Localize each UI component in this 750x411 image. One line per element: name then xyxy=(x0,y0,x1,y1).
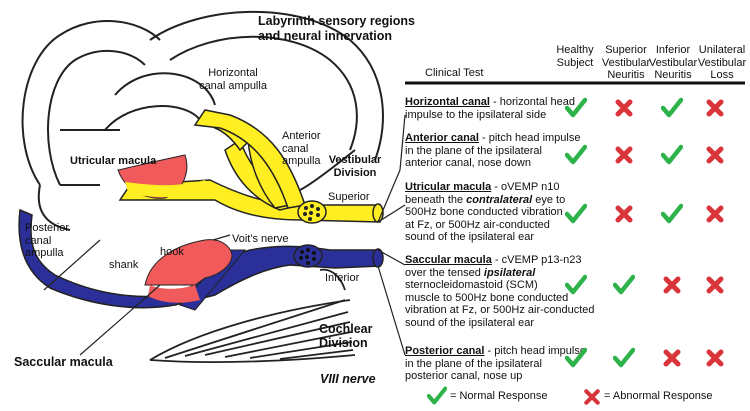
legend-normal-label: = Normal Response xyxy=(450,390,548,402)
test-row-saccular: Saccular macula - cVEMP p13-n23 over the… xyxy=(405,254,595,329)
shank-label: shank xyxy=(109,259,139,271)
check-icon-row3-healthy xyxy=(564,274,588,296)
saccular-macula-shape xyxy=(144,239,233,303)
leader-lines xyxy=(43,114,406,356)
check-icon-row2-healthy xyxy=(564,203,588,225)
cross-icon-row2-superior xyxy=(613,203,635,225)
legend-cross-icon xyxy=(583,388,601,406)
test-row-utricular: Utricular macula - oVEMP n10 beneath the… xyxy=(405,181,566,244)
cross-icon-row4-unilateral xyxy=(704,347,726,369)
test-row-horizontal: Horizontal canal - horizontal head impul… xyxy=(405,96,575,121)
cochlear-division-label: Cochlear Division xyxy=(319,322,373,350)
horizontal-ampulla-label: Horizontal canal ampulla xyxy=(199,67,267,92)
diagram-title-line1: Labyrinth sensory regions xyxy=(258,14,415,28)
cross-icon-row4-inferior xyxy=(661,347,683,369)
cross-icon-row3-inferior xyxy=(661,274,683,296)
check-icon-row4-superior xyxy=(612,347,636,369)
vestibular-division-label: Vestibular Division xyxy=(328,154,382,179)
check-icon-row1-healthy xyxy=(564,144,588,166)
check-icon-row0-inferior xyxy=(660,97,684,119)
legend-check-icon xyxy=(426,386,448,406)
superior-label: Superior xyxy=(328,191,370,203)
cross-icon-row0-unilateral xyxy=(704,97,726,119)
cross-icon-row2-unilateral xyxy=(704,203,726,225)
check-icon-row2-inferior xyxy=(660,203,684,225)
utricular-macula-label: Utricular macula xyxy=(70,155,157,167)
viii-nerve-label: VIII nerve xyxy=(320,372,376,386)
legend-abnormal-label: = Abnormal Response xyxy=(604,390,713,402)
inferior-label: Inferior xyxy=(325,272,360,284)
clinical-test-header: Clinical Test xyxy=(425,67,484,79)
utricular-macula-shape xyxy=(117,154,210,199)
anterior-ampulla-label: Anterior canal ampulla xyxy=(282,130,321,167)
cross-icon-row0-superior xyxy=(613,97,635,119)
check-icon-row0-healthy xyxy=(564,97,588,119)
check-icon-row3-superior xyxy=(612,274,636,296)
cross-icon-row1-superior xyxy=(613,144,635,166)
test-row-anterior: Anterior canal - pitch head impulse in t… xyxy=(405,132,581,170)
hook-label: hook xyxy=(160,246,184,258)
cochlea xyxy=(149,268,356,363)
posterior-ampulla-label: Posterior canal ampulla xyxy=(25,222,70,259)
check-icon-row1-inferior xyxy=(660,144,684,166)
voits-nerve-label: Voit's nerve xyxy=(232,233,289,245)
test-row-posterior: Posterior canal - pitch head impulse in … xyxy=(405,345,586,383)
cross-icon-row1-unilateral xyxy=(704,144,726,166)
labyrinth-outline xyxy=(21,10,384,231)
diagram-title-line2: and neural innervation xyxy=(258,29,393,43)
cross-icon-row3-unilateral xyxy=(704,274,726,296)
saccular-macula-label: Saccular macula xyxy=(14,355,113,369)
check-icon-row4-healthy xyxy=(564,347,588,369)
